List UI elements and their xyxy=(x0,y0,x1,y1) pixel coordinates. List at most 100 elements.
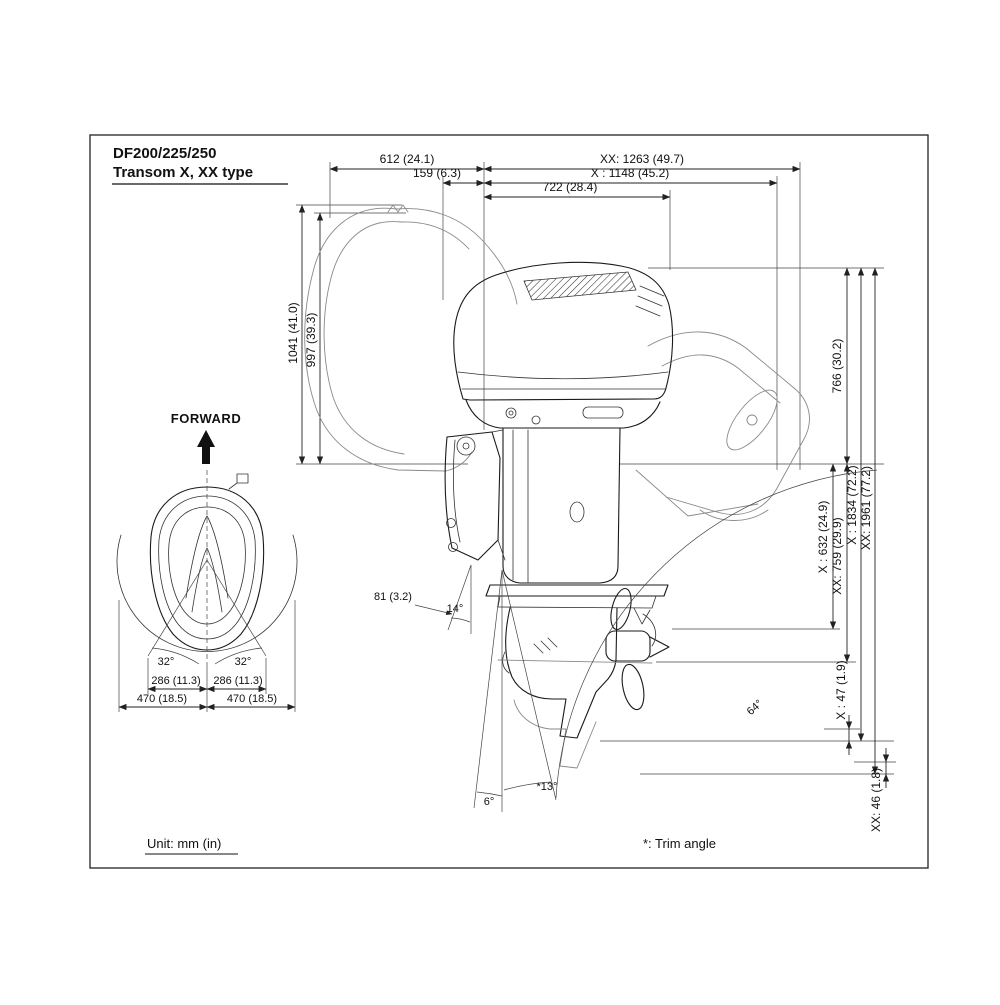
torpedo-nose xyxy=(502,651,510,674)
transom-type-title: Transom X, XX type xyxy=(113,164,253,181)
model-title: DF200/225/250 xyxy=(113,145,216,162)
steer-line-left xyxy=(147,559,208,657)
leader-81 xyxy=(414,604,453,616)
clamp-bracket xyxy=(444,431,501,561)
dim-label-286-right: 286 (11.3) xyxy=(213,675,262,687)
propeller-blade-bottom xyxy=(621,663,645,711)
gearcase xyxy=(505,607,618,739)
trim-tab xyxy=(633,607,651,625)
top-view: FORWARD 32° 32° 286 (11.3) 286 (11.3) 47… xyxy=(116,411,298,712)
cowling-latch-line xyxy=(228,482,238,490)
propeller-hub xyxy=(605,630,651,662)
dim-label-1148: X : 1148 (45.2) xyxy=(591,166,670,180)
dim-label-286-left: 286 (11.3) xyxy=(151,675,200,687)
ghost-skeg-xx xyxy=(513,699,597,769)
ghost-cowl-outer xyxy=(304,207,447,472)
rear-vent-stripes xyxy=(635,285,665,317)
dim-label-766: 766 (30.2) xyxy=(830,339,844,394)
ghost-latch-squiggle xyxy=(387,204,409,213)
steer-line-right xyxy=(206,559,267,657)
drawing-border xyxy=(89,134,929,869)
ghost-tilted-gearcase-right xyxy=(635,331,810,521)
forward-label: FORWARD xyxy=(171,411,241,426)
carry-handle xyxy=(582,406,624,419)
cowling-top-chevron1 xyxy=(185,515,229,599)
cowling-latch-tab xyxy=(236,473,249,484)
cowling-seam xyxy=(457,371,669,380)
anti-ventilation-plate xyxy=(485,584,669,597)
tilt-tube xyxy=(456,436,476,456)
midsection-housing xyxy=(502,427,621,584)
pan-bolt xyxy=(531,415,541,425)
swivel-join2 xyxy=(497,539,506,561)
ghost-skeg-curve xyxy=(699,509,769,521)
angle-label-32-right: 32° xyxy=(235,656,252,668)
tilt-tube-center xyxy=(462,442,470,450)
latch-knob xyxy=(505,407,517,419)
angle-label-64: 64° xyxy=(745,698,765,718)
tilt-pin-line xyxy=(447,564,472,631)
bracket-inner-line xyxy=(453,439,461,543)
ghost-cowl-bottom-edge xyxy=(445,451,473,472)
angle-label-14: 14° xyxy=(447,603,464,615)
dim-label-1834: X : 1834 (72.2) xyxy=(845,465,859,544)
trim-line-neg6 xyxy=(473,569,503,809)
dim-label-722: 722 (28.4) xyxy=(543,180,598,194)
angle-label-6: 6° xyxy=(484,796,495,808)
arc-32-right xyxy=(214,647,263,665)
dim-label-47: X : 47 (1.9) xyxy=(834,660,848,719)
dim-label-632: X : 632 (24.9) xyxy=(816,501,830,574)
forward-arrow-icon xyxy=(197,430,215,464)
flush-port-emblem xyxy=(569,501,585,523)
dim-label-159: 159 (6.3) xyxy=(413,166,461,180)
dim-label-1263: XX: 1263 (49.7) xyxy=(600,152,684,166)
dim-label-1041: 1041 (41.0) xyxy=(286,302,300,363)
cowling-pan xyxy=(465,399,661,429)
ghost-cowl-top-edge xyxy=(396,208,518,305)
dim-label-46: XX: 46 (1.8) xyxy=(869,768,883,832)
engine-cowling xyxy=(453,261,674,401)
ghost-cowl-top-edge2 xyxy=(400,221,470,250)
arc-32-left xyxy=(151,647,200,665)
right-dimensions: 766 (30.2) X : 632 (24.9) XX: 759 (29.9)… xyxy=(600,267,896,832)
latch-knob-center xyxy=(508,410,514,416)
air-intake-grille xyxy=(523,271,637,301)
arc-13 xyxy=(503,781,552,791)
dim-label-470-left: 470 (18.5) xyxy=(137,693,187,705)
swivel-join xyxy=(491,429,504,433)
dim-label-759: XX: 759 (29.9) xyxy=(830,517,844,594)
propeller-cone xyxy=(649,636,670,658)
dim-label-612: 612 (24.1) xyxy=(380,152,435,166)
cowling-top-chevron2 xyxy=(191,547,223,613)
ghost-leg-outer xyxy=(647,331,810,515)
angle-annotations: 81 (3.2) 14° 6° *13° 64° xyxy=(374,469,878,812)
top-dimensions: 612 (24.1) XX: 1263 (49.7) 159 (6.3) X :… xyxy=(329,152,801,470)
steering-swing-arc xyxy=(116,534,298,652)
ghost-cowl-inner xyxy=(323,221,405,455)
ghost-tilted-cowling-left xyxy=(304,204,518,472)
left-dimensions: 1041 (41.0) 997 (39.3) xyxy=(286,204,468,465)
dim-label-997: 997 (39.3) xyxy=(304,313,318,368)
angle-label-13: *13° xyxy=(537,781,558,793)
angle-label-32-left: 32° xyxy=(158,656,175,668)
propeller-blade-top xyxy=(610,587,632,631)
ghost-propeller-blade xyxy=(726,389,778,451)
trim-angle-note: *: Trim angle xyxy=(643,836,716,851)
arc-6 xyxy=(476,791,503,797)
title-block: DF200/225/250 Transom X, XX type xyxy=(112,145,288,185)
dim-label-470-right: 470 (18.5) xyxy=(227,693,277,705)
ghost-plate-line xyxy=(635,469,759,517)
water-intake-slits xyxy=(533,637,558,654)
trim-line-13 xyxy=(501,569,557,801)
ghost-xx-long-shaft xyxy=(497,659,653,769)
ghost-plate-xx xyxy=(497,659,653,664)
motor-side-view xyxy=(444,261,674,739)
dim-label-1961: XX: 1961 (77.2) xyxy=(859,466,873,550)
arc-14 xyxy=(450,617,471,623)
bracket-bolt-lower xyxy=(448,542,458,552)
dim-label-81: 81 (3.2) xyxy=(374,591,412,603)
footer-notes: Unit: mm (in) *: Trim angle xyxy=(145,836,716,855)
bracket-bolt-upper xyxy=(446,518,456,528)
